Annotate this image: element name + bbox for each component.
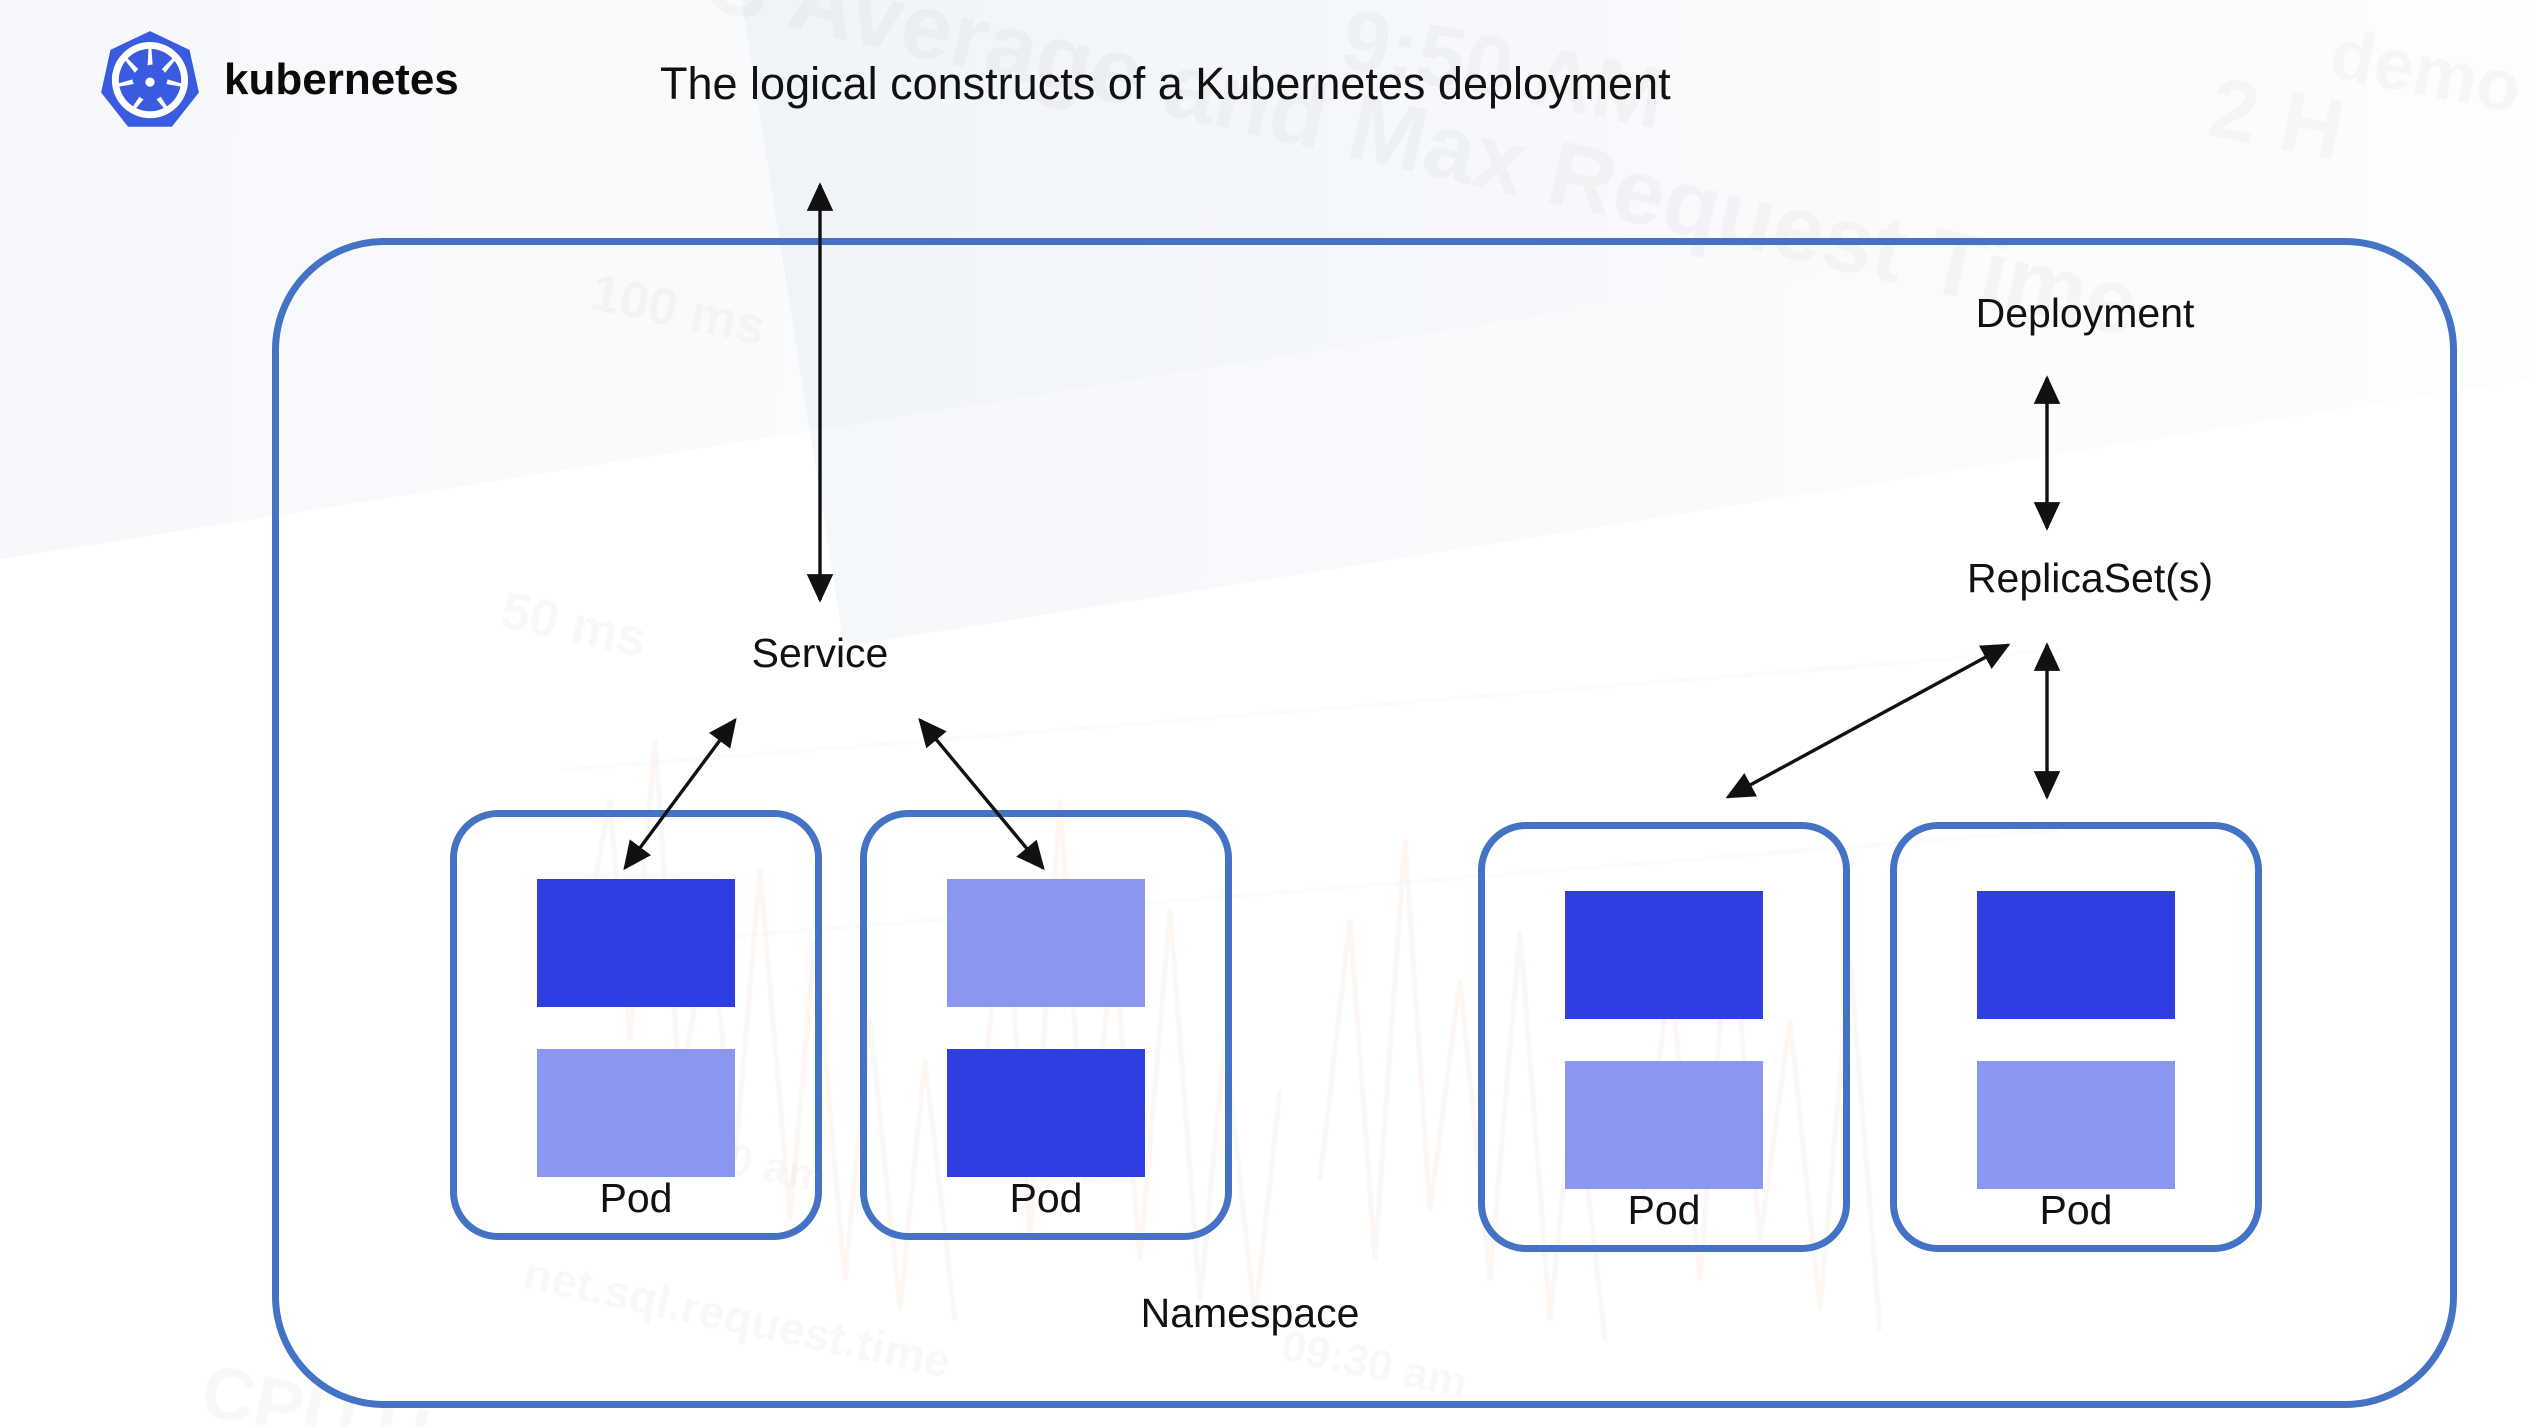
pod-label: Pod xyxy=(599,1175,673,1221)
replicaset-label: ReplicaSet(s) xyxy=(1966,555,2214,601)
pod-card-3[interactable]: Pod xyxy=(1478,822,1850,1252)
pod-container-bottom xyxy=(537,1049,735,1177)
service-label: Service xyxy=(751,630,889,676)
pod-card-2[interactable]: Pod xyxy=(860,810,1232,1240)
pod-container-bottom xyxy=(1565,1061,1763,1189)
ghost-watermark-demo: demo xyxy=(2324,13,2528,129)
kubernetes-helm-heptagon-icon xyxy=(101,31,199,127)
pod-container-top xyxy=(1977,891,2175,1019)
page-title: The logical constructs of a Kubernetes d… xyxy=(660,58,1671,109)
pod-container-top xyxy=(947,879,1145,1007)
namespace-container xyxy=(272,238,2457,1408)
pod-card-4[interactable]: Pod xyxy=(1890,822,2262,1252)
ghost-watermark-range: 2 H xyxy=(2202,59,2352,179)
deployment-label: Deployment xyxy=(1975,290,2195,336)
pod-container-bottom xyxy=(947,1049,1145,1177)
pod-container-bottom xyxy=(1977,1061,2175,1189)
brand-name: kubernetes xyxy=(224,55,459,104)
pod-container-top xyxy=(537,879,735,1007)
brand-logo: kubernetes xyxy=(98,28,459,132)
pod-card-1[interactable]: Pod xyxy=(450,810,822,1240)
pod-label: Pod xyxy=(1627,1187,1701,1233)
pod-label: Pod xyxy=(1009,1175,1083,1221)
pod-label: Pod xyxy=(2039,1187,2113,1233)
pod-container-top xyxy=(1565,891,1763,1019)
namespace-label: Namespace xyxy=(1140,1290,1360,1336)
